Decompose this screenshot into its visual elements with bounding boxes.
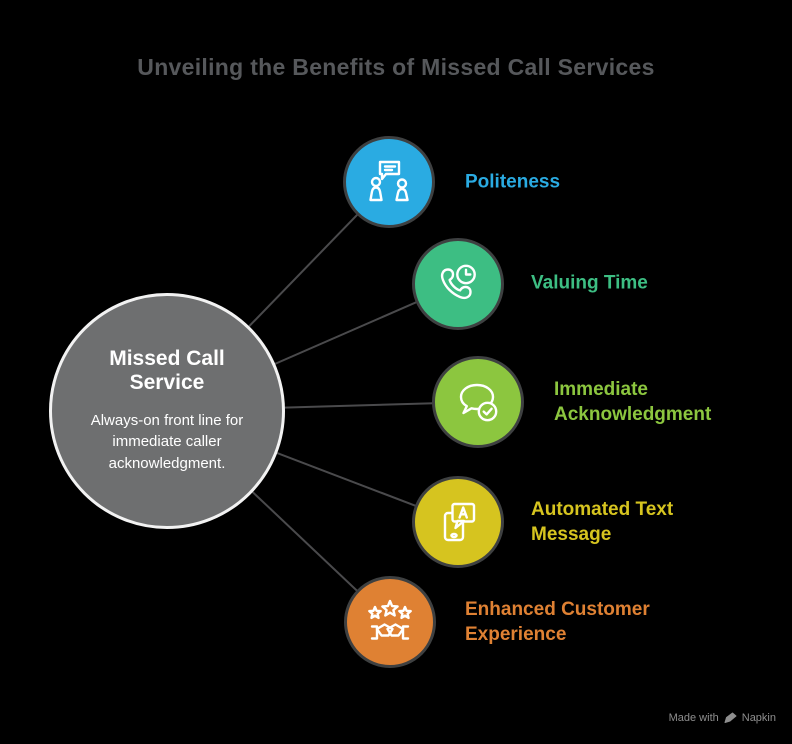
node-label-enhanced-customer-experience: Enhanced Customer Experience bbox=[465, 598, 650, 645]
center-node-description: Always-on front line for immediate calle… bbox=[90, 411, 244, 473]
phone-clock-icon bbox=[440, 264, 476, 300]
node-circle-immediate-acknowledgment bbox=[432, 356, 524, 448]
node-circle-automated-text-message bbox=[412, 476, 504, 568]
center-node-title: Missed Call Service bbox=[109, 347, 225, 395]
node-label-valuing-time: Valuing Time bbox=[531, 272, 648, 294]
watermark: Made with Napkin bbox=[669, 711, 776, 724]
node-circle-valuing-time bbox=[412, 238, 504, 330]
stars-handshake-icon bbox=[368, 599, 412, 640]
watermark-brand: Napkin bbox=[741, 711, 776, 724]
node-label-automated-text-message: Automated Text Message bbox=[531, 498, 674, 545]
napkin-logo-icon bbox=[724, 712, 737, 723]
center-node-missed-call-service: Missed Call Service Always-on front line… bbox=[49, 293, 285, 529]
watermark-prefix: Made with bbox=[668, 711, 719, 724]
chat-check-icon bbox=[459, 383, 498, 422]
node-circle-politeness bbox=[343, 136, 435, 228]
conversation-people-icon bbox=[369, 160, 409, 202]
page-title: Unveiling the Benefits of Missed Call Se… bbox=[137, 54, 655, 80]
node-label-immediate-acknowledgment: Immediate Acknowledgment bbox=[554, 378, 712, 425]
phone-text-bubble-icon bbox=[443, 502, 476, 542]
node-circle-enhanced-customer-experience bbox=[344, 576, 436, 668]
node-label-politeness: Politeness bbox=[465, 171, 561, 193]
